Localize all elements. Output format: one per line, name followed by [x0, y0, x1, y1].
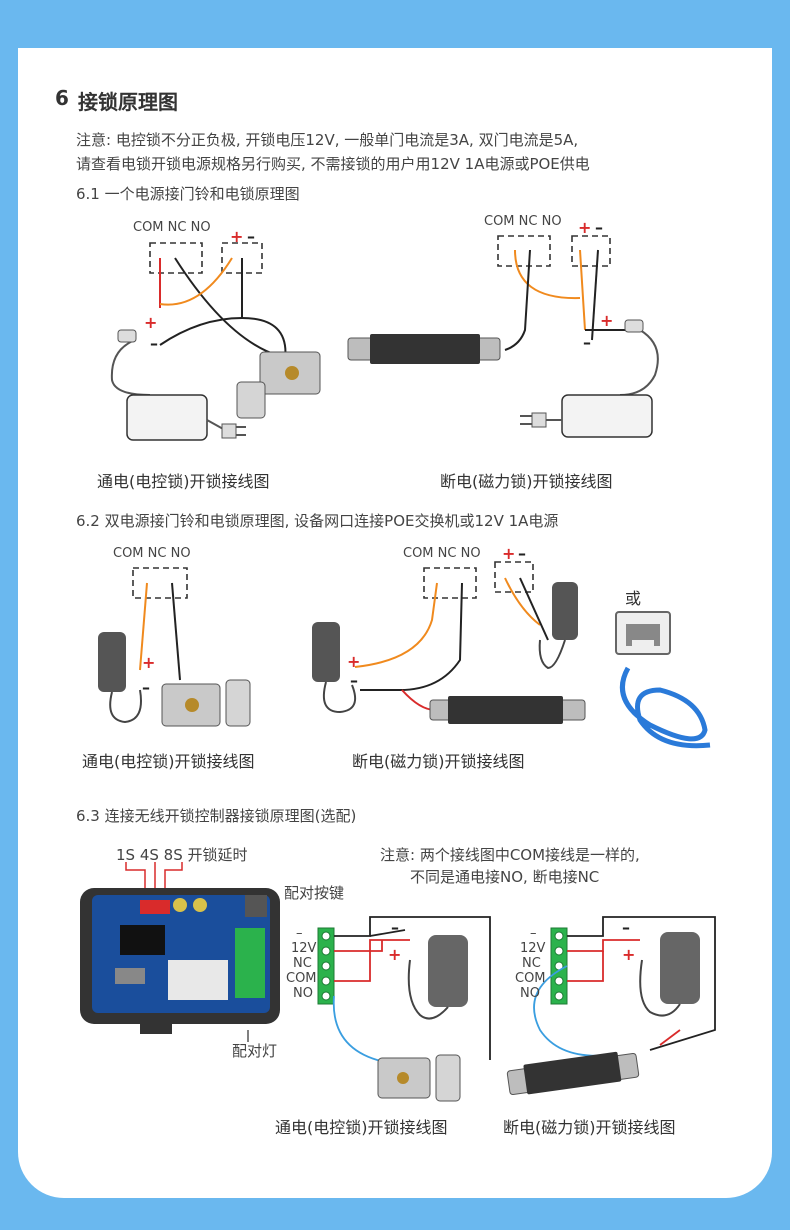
- s62-left-wires: [139, 582, 181, 681]
- note-line-2: 请查看电锁开锁电源规格另行购买, 不需接锁的用户用12V 1A电源或POE供电: [76, 155, 590, 173]
- s63-left-adapter: [407, 935, 468, 1020]
- s62-left-minus: –: [142, 678, 150, 697]
- s62-caption-left: 通电(电控锁)开锁接线图: [82, 752, 255, 771]
- s63-left-terminal-strip: [317, 927, 335, 1005]
- s61-right-minus: –: [595, 218, 603, 237]
- s62-right-magnetic-lock: [429, 696, 586, 724]
- s61-right-plus-2: +: [600, 311, 613, 330]
- s62-right-minus-2: –: [350, 671, 358, 690]
- s62-right-minus: –: [518, 544, 526, 563]
- s63-right-term-4: NO: [520, 986, 540, 1001]
- s62-right-terminal-block: [423, 561, 534, 599]
- s63-left-term-1: 12V: [291, 941, 317, 956]
- s61-left-minus: –: [247, 227, 255, 246]
- s63-left-term-0: –: [296, 926, 303, 941]
- s62-left-plus: +: [142, 653, 155, 672]
- s63-caption-left: 通电(电控锁)开锁接线图: [275, 1118, 448, 1137]
- s63-left-term-4: NO: [293, 986, 313, 1001]
- s61-right-wires: [504, 249, 625, 351]
- s63-pair-light-label: 配对灯: [232, 1042, 278, 1060]
- s63-right-term-1: 12V: [520, 941, 546, 956]
- s63-right-wires: [533, 916, 716, 1057]
- s63-left-electric-lock: [377, 1054, 461, 1102]
- s61-right-plus: +: [578, 218, 591, 237]
- s62-right-wires: [354, 577, 549, 711]
- s61-right-minus-2: –: [583, 333, 591, 352]
- s61-terminal-label-left: COM NC NO: [133, 220, 211, 235]
- s61-left-minus-2: –: [150, 334, 158, 353]
- s61-terminal-label-right: COM NC NO: [484, 214, 562, 229]
- s63-right-terminal-strip: [550, 927, 568, 1005]
- s63-left-plus: +: [388, 945, 401, 964]
- s61-caption-right: 断电(磁力锁)开锁接线图: [440, 472, 613, 491]
- s63-note-line-1: 注意: 两个接线图中COM接线是一样的,: [380, 846, 640, 864]
- s63-title: 6.3 连接无线开锁控制器接锁原理图(选配): [76, 807, 357, 825]
- section-title: 接锁原理图: [78, 90, 178, 114]
- s62-terminal-label-left: COM NC NO: [113, 546, 191, 561]
- s61-left-plus-2: +: [144, 313, 157, 332]
- s61-left-power-adapter: [110, 329, 246, 441]
- s62-right-plus-2: +: [347, 652, 360, 671]
- s63-caption-right: 断电(磁力锁)开锁接线图: [503, 1118, 676, 1137]
- s62-title: 6.2 双电源接门铃和电锁原理图, 设备网口连接POE交换机或12V 1A电源: [76, 512, 559, 530]
- s63-right-term-0: –: [530, 926, 537, 941]
- s61-left-electric-lock: [236, 351, 321, 419]
- s61-left-terminal-block: [149, 242, 263, 274]
- s61-caption-left: 通电(电控锁)开锁接线图: [97, 472, 270, 491]
- s63-right-plus: +: [622, 945, 635, 964]
- s62-left-electric-lock: [161, 679, 251, 727]
- s61-left-plus: +: [230, 227, 243, 246]
- network-cable-icon: [619, 666, 711, 749]
- s63-note-line-2: 不同是通电接NO, 断电接NC: [410, 868, 600, 886]
- s63-delay-label: 1S 4S 8S 开锁延时: [116, 846, 248, 864]
- s62-right-adapter: [312, 622, 356, 714]
- s62-left-adapter: [98, 632, 142, 724]
- s61-title: 6.1 一个电源接门铃和电锁原理图: [76, 185, 300, 203]
- s63-pair-button-label: 配对按键: [284, 884, 345, 902]
- s63-right-adapter: [639, 932, 700, 1017]
- s63-right-term-3: COM: [515, 971, 546, 986]
- wireless-controller-board: [80, 888, 280, 1034]
- s62-caption-right: 断电(磁力锁)开锁接线图: [352, 752, 525, 771]
- s63-right-minus: –: [622, 918, 630, 937]
- s61-right-terminal-block: [497, 235, 611, 267]
- s61-right-power-adapter: [520, 319, 659, 438]
- s63-left-term-2: NC: [293, 956, 312, 971]
- s62-right-plus: +: [502, 544, 515, 563]
- s61-right-magnetic-lock: [347, 334, 501, 364]
- section-number: 6: [55, 86, 69, 110]
- s62-or-label: 或: [625, 589, 642, 608]
- s63-right-magnetic-lock: [506, 1051, 640, 1096]
- s62-right-adapter-2: [538, 582, 578, 670]
- note-line-1: 注意: 电控锁不分正负极, 开锁电压12V, 一般单门电流是3A, 双门电流是5…: [76, 131, 579, 149]
- s63-right-term-2: NC: [522, 956, 541, 971]
- s63-left-minus: –: [391, 918, 399, 937]
- ethernet-port-icon: [615, 611, 671, 655]
- s62-terminal-label-right: COM NC NO: [403, 546, 481, 561]
- s63-left-term-3: COM: [286, 971, 317, 986]
- s62-left-terminal-block: [132, 567, 188, 599]
- s63-left-wires: [332, 916, 491, 1063]
- s61-left-wires: [159, 257, 306, 361]
